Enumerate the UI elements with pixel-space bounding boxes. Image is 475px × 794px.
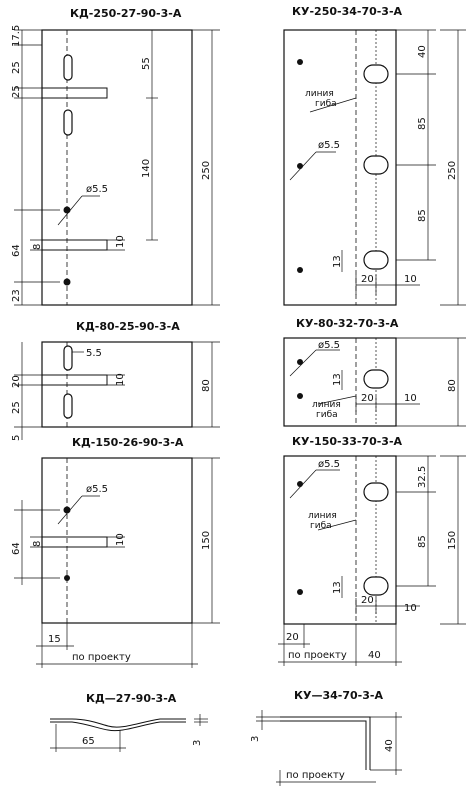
- ku250-dim-250: 250: [447, 161, 458, 180]
- ku150-dims: [341, 455, 466, 625]
- kd250-dim-17-5: 17.5: [11, 25, 22, 47]
- kd-bottom-dims: [36, 623, 198, 668]
- ku150-bend-line-2: гиба: [310, 521, 332, 531]
- title-kd-side: КД—27-90-3-А: [86, 692, 177, 705]
- ku80-dim-80: 80: [447, 379, 458, 392]
- kd-dim-15: 15: [48, 634, 61, 645]
- ku250-hole-dia: ø5.5: [318, 140, 340, 151]
- kd150-dim-150: 150: [201, 531, 212, 550]
- plate-ku-150: [283, 455, 397, 625]
- kd250-dim-55: 55: [141, 57, 152, 70]
- kd250-dim-10: 10: [115, 235, 126, 248]
- title-ku-side: КУ—34-70-3-А: [294, 689, 383, 702]
- kd80-dim-5-5: 5.5: [86, 348, 102, 359]
- ku150-bend-line-1: линия: [308, 511, 337, 521]
- ku250-dim-40: 40: [417, 45, 428, 58]
- plate-kd-250: [41, 29, 193, 306]
- plate-ku-80: [283, 337, 397, 427]
- kd-by-project: по проекту: [72, 652, 131, 663]
- kd150-dim-64: 64: [11, 542, 22, 555]
- title-ku-150: КУ-150-33-70-3-А: [292, 435, 403, 448]
- plate-kd-150: [41, 457, 193, 624]
- ku150-dim-32-5: 32.5: [417, 466, 428, 488]
- ku80-dim-13: 13: [332, 373, 343, 386]
- ku150-hole-dia: ø5.5: [318, 459, 340, 470]
- kd250-dim-64: 64: [11, 244, 22, 257]
- ku250-bend-line-2: гиба: [315, 99, 337, 109]
- ku-by-project: по проекту: [288, 650, 347, 661]
- ku250-dim-13: 13: [332, 255, 343, 268]
- kd250-dim-250: 250: [201, 161, 212, 180]
- ku250-dim-20: 20: [361, 274, 374, 285]
- kd-side-dim-3: 3: [192, 740, 203, 746]
- ku-side-by-project: по проекту: [286, 770, 345, 781]
- ku80-bend-line-2: гиба: [316, 410, 338, 420]
- title-kd-250: КД-250-27-90-3-А: [70, 7, 182, 20]
- kd250-dim-140: 140: [141, 159, 152, 178]
- kd250-left-dims: [14, 29, 60, 306]
- ku-side-dim-3: 3: [250, 736, 261, 742]
- ku150-dim-85: 85: [417, 535, 428, 548]
- plate-kd-80: [41, 341, 193, 428]
- ku-side-dim-40: 40: [384, 739, 395, 752]
- ku80-dim-20: 20: [361, 393, 374, 404]
- kd80-dim-25: 25: [11, 401, 22, 414]
- ku80-hole-dia: ø5.5: [318, 340, 340, 351]
- ku250-dim-85b: 85: [417, 209, 428, 222]
- ku80-bend-line-1: линия: [312, 400, 341, 410]
- kd-side-dim-65: 65: [82, 736, 95, 747]
- ku250-dim-10: 10: [404, 274, 417, 285]
- kd80-dims: [14, 341, 220, 440]
- kd80-dim-80: 80: [201, 379, 212, 392]
- kd250-dim-25b: 25: [11, 85, 22, 98]
- kd150-dims: [14, 457, 220, 624]
- kd250-right-dims: [192, 29, 220, 306]
- kd150-dim-10: 10: [115, 533, 126, 546]
- ku80-dims: [341, 337, 466, 427]
- kd250-dim-23: 23: [11, 289, 22, 302]
- title-kd-150: КД-150-26-90-3-А: [72, 436, 184, 449]
- kd80-dim-20: 20: [11, 375, 22, 388]
- ku-dim-40: 40: [368, 650, 381, 661]
- ku150-dim-10: 10: [404, 603, 417, 614]
- title-kd-80: КД-80-25-90-3-А: [76, 320, 180, 333]
- kd80-dim-10: 10: [115, 373, 126, 386]
- kd250-dim-8: 8: [32, 244, 43, 250]
- title-ku-250: КУ-250-34-70-3-А: [292, 5, 403, 18]
- kd250-inner-dims: [107, 30, 158, 251]
- kd250-dim-25a: 25: [11, 61, 22, 74]
- title-ku-80: КУ-80-32-70-3-А: [296, 317, 399, 330]
- ku-dim-20: 20: [286, 632, 299, 643]
- kd80-dim-5: 5: [11, 435, 22, 441]
- plate-ku-250: [283, 29, 397, 306]
- ku150-dim-20: 20: [361, 595, 374, 606]
- kd150-dim-8: 8: [32, 541, 43, 547]
- ku250-right-dims: [341, 29, 466, 306]
- kd150-hole-dia: ø5.5: [86, 484, 108, 495]
- kd250-hole-dia: ø5.5: [86, 184, 108, 195]
- ku250-dim-85a: 85: [417, 117, 428, 130]
- kd-side-view: [50, 714, 208, 752]
- ku250-bend-line-1: линия: [305, 89, 334, 99]
- ku-bottom-dims: [278, 624, 402, 666]
- ku150-dim-13: 13: [332, 581, 343, 594]
- ku150-dim-150: 150: [447, 531, 458, 550]
- ku-side-view: [256, 710, 402, 786]
- ku80-dim-10: 10: [404, 393, 417, 404]
